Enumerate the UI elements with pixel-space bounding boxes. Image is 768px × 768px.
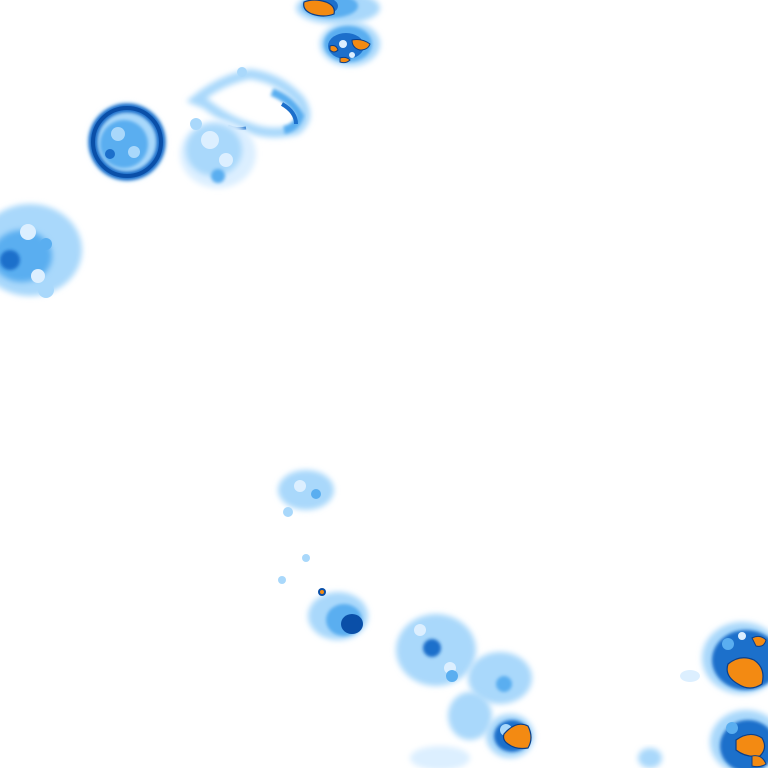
cell-compact-lower: [278, 554, 368, 640]
cell-left-edge: [0, 204, 82, 298]
cell-diffuse-upper-mid: [180, 118, 256, 188]
cell-lower-right-small: [486, 714, 534, 758]
cell-round-left: [88, 103, 166, 181]
cell-lower-center: [396, 614, 532, 768]
cell-ring-upper: [186, 67, 311, 138]
cell-top-center-a: [296, 0, 380, 24]
cell-small-mid: [278, 470, 334, 517]
cell-top-center-b: [320, 22, 380, 66]
cell-bottom-right-a: [680, 622, 768, 694]
cell-bottom-right-b: [638, 710, 768, 768]
